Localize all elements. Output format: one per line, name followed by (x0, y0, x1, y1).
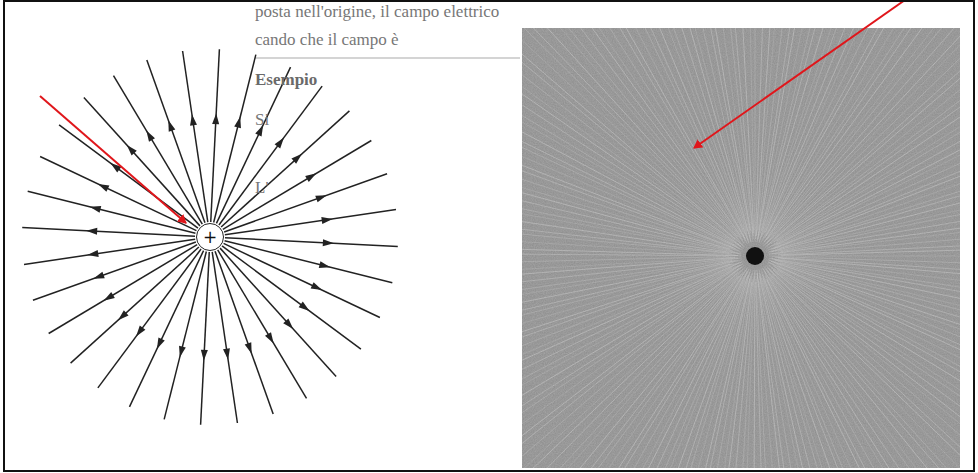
field-arrowhead (86, 228, 97, 235)
field-arrowhead (146, 131, 155, 142)
field-arrowhead (319, 261, 331, 268)
pointer-arrow (40, 96, 186, 223)
field-line (225, 241, 393, 283)
field-arrowhead (201, 350, 208, 361)
field-line (224, 243, 380, 317)
field-arrowhead (118, 310, 129, 320)
field-arrowhead (90, 206, 102, 213)
field-arrowhead (299, 302, 310, 311)
page-text: Si (255, 110, 269, 130)
field-arrowhead (93, 272, 105, 279)
field-arrowhead (104, 292, 115, 301)
field-arrowhead (245, 342, 252, 354)
field-lines (22, 49, 398, 425)
field-arrowhead (283, 318, 293, 329)
field-line (59, 125, 198, 228)
field-line (219, 86, 322, 225)
rule-line (255, 57, 520, 58)
charge-sign: + (203, 229, 217, 246)
field-line (214, 55, 256, 223)
page-text: posta nell'origine, il campo elettrico (255, 2, 499, 22)
field-line (40, 156, 196, 230)
field-line (28, 191, 196, 233)
field-arrowhead (87, 250, 98, 257)
field-arrowhead (265, 332, 274, 343)
field-arrowhead (223, 348, 230, 359)
field-line (216, 67, 290, 223)
field-arrowhead (234, 117, 241, 129)
field-line (183, 51, 208, 222)
page-text: cando che il campo è (255, 30, 399, 50)
field-arrowhead (179, 346, 186, 358)
field-arrowhead (311, 282, 322, 290)
field-line (129, 251, 203, 407)
page-text: Esempio (255, 70, 317, 90)
field-arrowhead (157, 338, 165, 349)
field-arrowhead (212, 113, 219, 124)
field-arrowhead (98, 184, 109, 192)
field-line (225, 210, 396, 235)
field-photo (522, 28, 960, 468)
field-arrowhead (315, 195, 327, 202)
field-line (212, 252, 237, 423)
field-line (24, 239, 195, 264)
field-arrowhead (168, 120, 175, 132)
field-line (164, 252, 206, 420)
field-line (98, 249, 201, 388)
field-line (22, 228, 195, 237)
field-arrowhead (291, 154, 302, 164)
field-arrowhead (127, 145, 137, 156)
field-arrowhead (190, 114, 197, 125)
field-line (225, 238, 398, 247)
charge-circle: + (196, 223, 224, 251)
field-arrowhead (321, 217, 332, 224)
field-line (211, 49, 220, 222)
field-arrowhead (305, 173, 316, 182)
field-arrowhead (275, 137, 284, 148)
pointer-arrow (694, 0, 905, 148)
field-arrowhead (136, 326, 145, 337)
page-text: L' (255, 178, 268, 198)
field-line (201, 252, 210, 425)
field-line (222, 246, 361, 349)
frame (4, 1, 974, 471)
field-arrowhead (323, 239, 334, 246)
